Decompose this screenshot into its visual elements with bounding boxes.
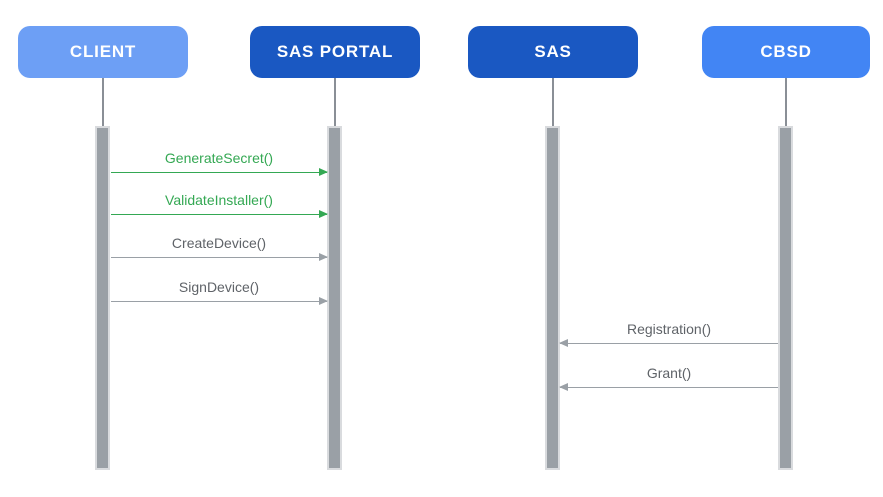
actor-cbsd: CBSD <box>702 26 870 78</box>
activation-bar-sas <box>545 126 560 470</box>
actor-client-label: CLIENT <box>69 42 137 61</box>
arrow-left-icon <box>559 383 568 391</box>
activation-bar-sas-portal <box>327 126 342 470</box>
message-line <box>111 301 327 302</box>
actor-sas-portal-label: SAS PORTAL <box>276 42 394 61</box>
message-validate-installer-label: ValidateInstaller() <box>165 192 273 208</box>
lifeline-sas <box>552 78 554 126</box>
arrow-right-icon <box>319 253 328 261</box>
actor-sas-portal: SAS PORTAL <box>250 26 420 78</box>
message-line <box>560 387 778 388</box>
arrow-left-icon <box>559 339 568 347</box>
message-sign-device-label: SignDevice() <box>178 279 260 295</box>
activation-bar-client <box>95 126 110 470</box>
lifeline-sas-portal <box>334 78 336 126</box>
activation-bar-cbsd <box>778 126 793 470</box>
arrow-right-icon <box>319 210 328 218</box>
message-create-device-label: CreateDevice() <box>171 235 267 251</box>
arrow-right-icon <box>319 168 328 176</box>
actor-sas-label: SAS <box>534 42 572 61</box>
message-line <box>111 257 327 258</box>
actor-sas: SAS <box>468 26 638 78</box>
message-registration-label: Registration() <box>626 321 712 337</box>
message-grant-label: Grant() <box>646 365 692 381</box>
lifeline-client <box>102 78 104 126</box>
arrow-right-icon <box>319 297 328 305</box>
actor-cbsd-label: CBSD <box>760 42 812 61</box>
message-generate-secret-label: GenerateSecret() <box>164 150 274 166</box>
message-line <box>111 214 327 215</box>
message-line <box>111 172 327 173</box>
message-line <box>560 343 778 344</box>
actor-client: CLIENT <box>18 26 188 78</box>
lifeline-cbsd <box>785 78 787 126</box>
